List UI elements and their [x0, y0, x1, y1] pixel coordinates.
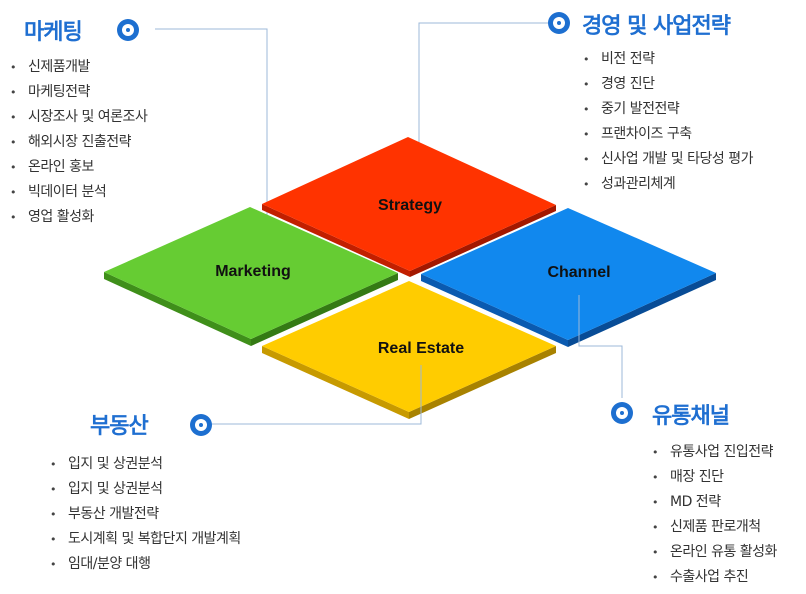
- list-strategy: 비전 전략 경영 진단 중기 발전전략 프랜차이즈 구축 신사업 개발 및 타당…: [583, 47, 753, 197]
- section-title-strategy: 경영 및 사업전략: [582, 14, 731, 39]
- marker-marketing-icon: [117, 19, 139, 41]
- list-item: 온라인 홍보: [10, 155, 147, 180]
- list-item: 입지 및 상권분석: [50, 452, 241, 477]
- list-item: 신제품 판로개척: [652, 515, 777, 540]
- section-title-real-estate: 부동산: [90, 414, 149, 439]
- list-item: 프랜차이즈 구축: [583, 122, 753, 147]
- connector-channel: [578, 295, 623, 398]
- list-item: 시장조사 및 여론조사: [10, 105, 148, 130]
- list-item: 영업 활성화: [10, 205, 147, 230]
- connector-strategy: [418, 22, 548, 188]
- connector-marketing: [155, 28, 268, 250]
- list-item: 온라인 유통 활성화: [652, 540, 777, 565]
- marker-strategy-icon: [548, 12, 570, 34]
- tile-real-estate-label: Real Estate: [378, 340, 464, 357]
- marker-real-estate-icon: [190, 414, 212, 436]
- list-item: 비전 전략: [583, 47, 753, 72]
- tile-real-estate-side: [262, 346, 409, 419]
- list-item: 도시계획 및 복합단지 개발계획: [50, 527, 241, 552]
- list-item: 부동산 개발전략: [50, 502, 241, 527]
- list-item: 입지 및 상권분석: [50, 477, 241, 502]
- list-item: 성과관리체계: [583, 172, 753, 197]
- tile-marketing: Marketing: [104, 207, 398, 346]
- list-item: 마케팅전략: [10, 80, 147, 105]
- tile-channel-side-right: [568, 273, 716, 347]
- tile-strategy-side: [262, 204, 410, 277]
- list-item: 신사업 개발 및 타당성 평가: [583, 147, 753, 172]
- tile-channel-top: [421, 208, 716, 340]
- tile-real-estate: Real Estate: [262, 281, 556, 419]
- list-channel: 유통사업 진입전략 매장 진단 MD 전략 신제품 판로개척 온라인 유통 활성…: [652, 440, 777, 590]
- tile-real-estate-side-right: [409, 346, 556, 419]
- list-item: 매장 진단: [652, 465, 777, 490]
- list-marketing: 신제품개발 마케팅전략 시장조사 및 여론조사 해외시장 진출전략 온라인 홍보…: [10, 55, 148, 230]
- list-item: 경영 진단: [583, 72, 753, 97]
- list-item: 해외시장 진출전략: [10, 130, 147, 155]
- tile-channel-side: [421, 274, 568, 347]
- list-item: 중기 발전전략: [583, 97, 753, 122]
- tile-real-estate-top: [262, 281, 556, 412]
- marker-channel-icon: [611, 402, 633, 424]
- list-item: 수출사업 추진: [652, 565, 777, 590]
- tile-channel-label: Channel: [547, 264, 610, 281]
- tile-marketing-label: Marketing: [215, 263, 291, 280]
- tile-marketing-side: [104, 272, 251, 346]
- tile-channel: Channel: [421, 208, 716, 347]
- list-item: 빅데이터 분석: [10, 180, 147, 205]
- list-real-estate: 입지 및 상권분석 입지 및 상권분석 부동산 개발전략 도시계획 및 복합단지…: [50, 452, 241, 577]
- list-item: MD 전략: [652, 490, 777, 515]
- connector-real-estate: [212, 365, 422, 425]
- tile-marketing-top: [104, 207, 398, 339]
- tile-strategy-top: [262, 137, 556, 271]
- list-item: 신제품개발: [10, 55, 147, 80]
- tile-marketing-side-right: [251, 273, 398, 346]
- list-item: 유통사업 진입전략: [652, 440, 777, 465]
- tile-strategy: Strategy: [262, 137, 556, 277]
- tile-strategy-side-right: [410, 205, 556, 277]
- section-title-marketing: 마케팅: [24, 20, 83, 45]
- list-item: 임대/분양 대행: [50, 552, 241, 577]
- tile-strategy-label: Strategy: [378, 197, 442, 214]
- section-title-channel: 유통채널: [652, 404, 730, 429]
